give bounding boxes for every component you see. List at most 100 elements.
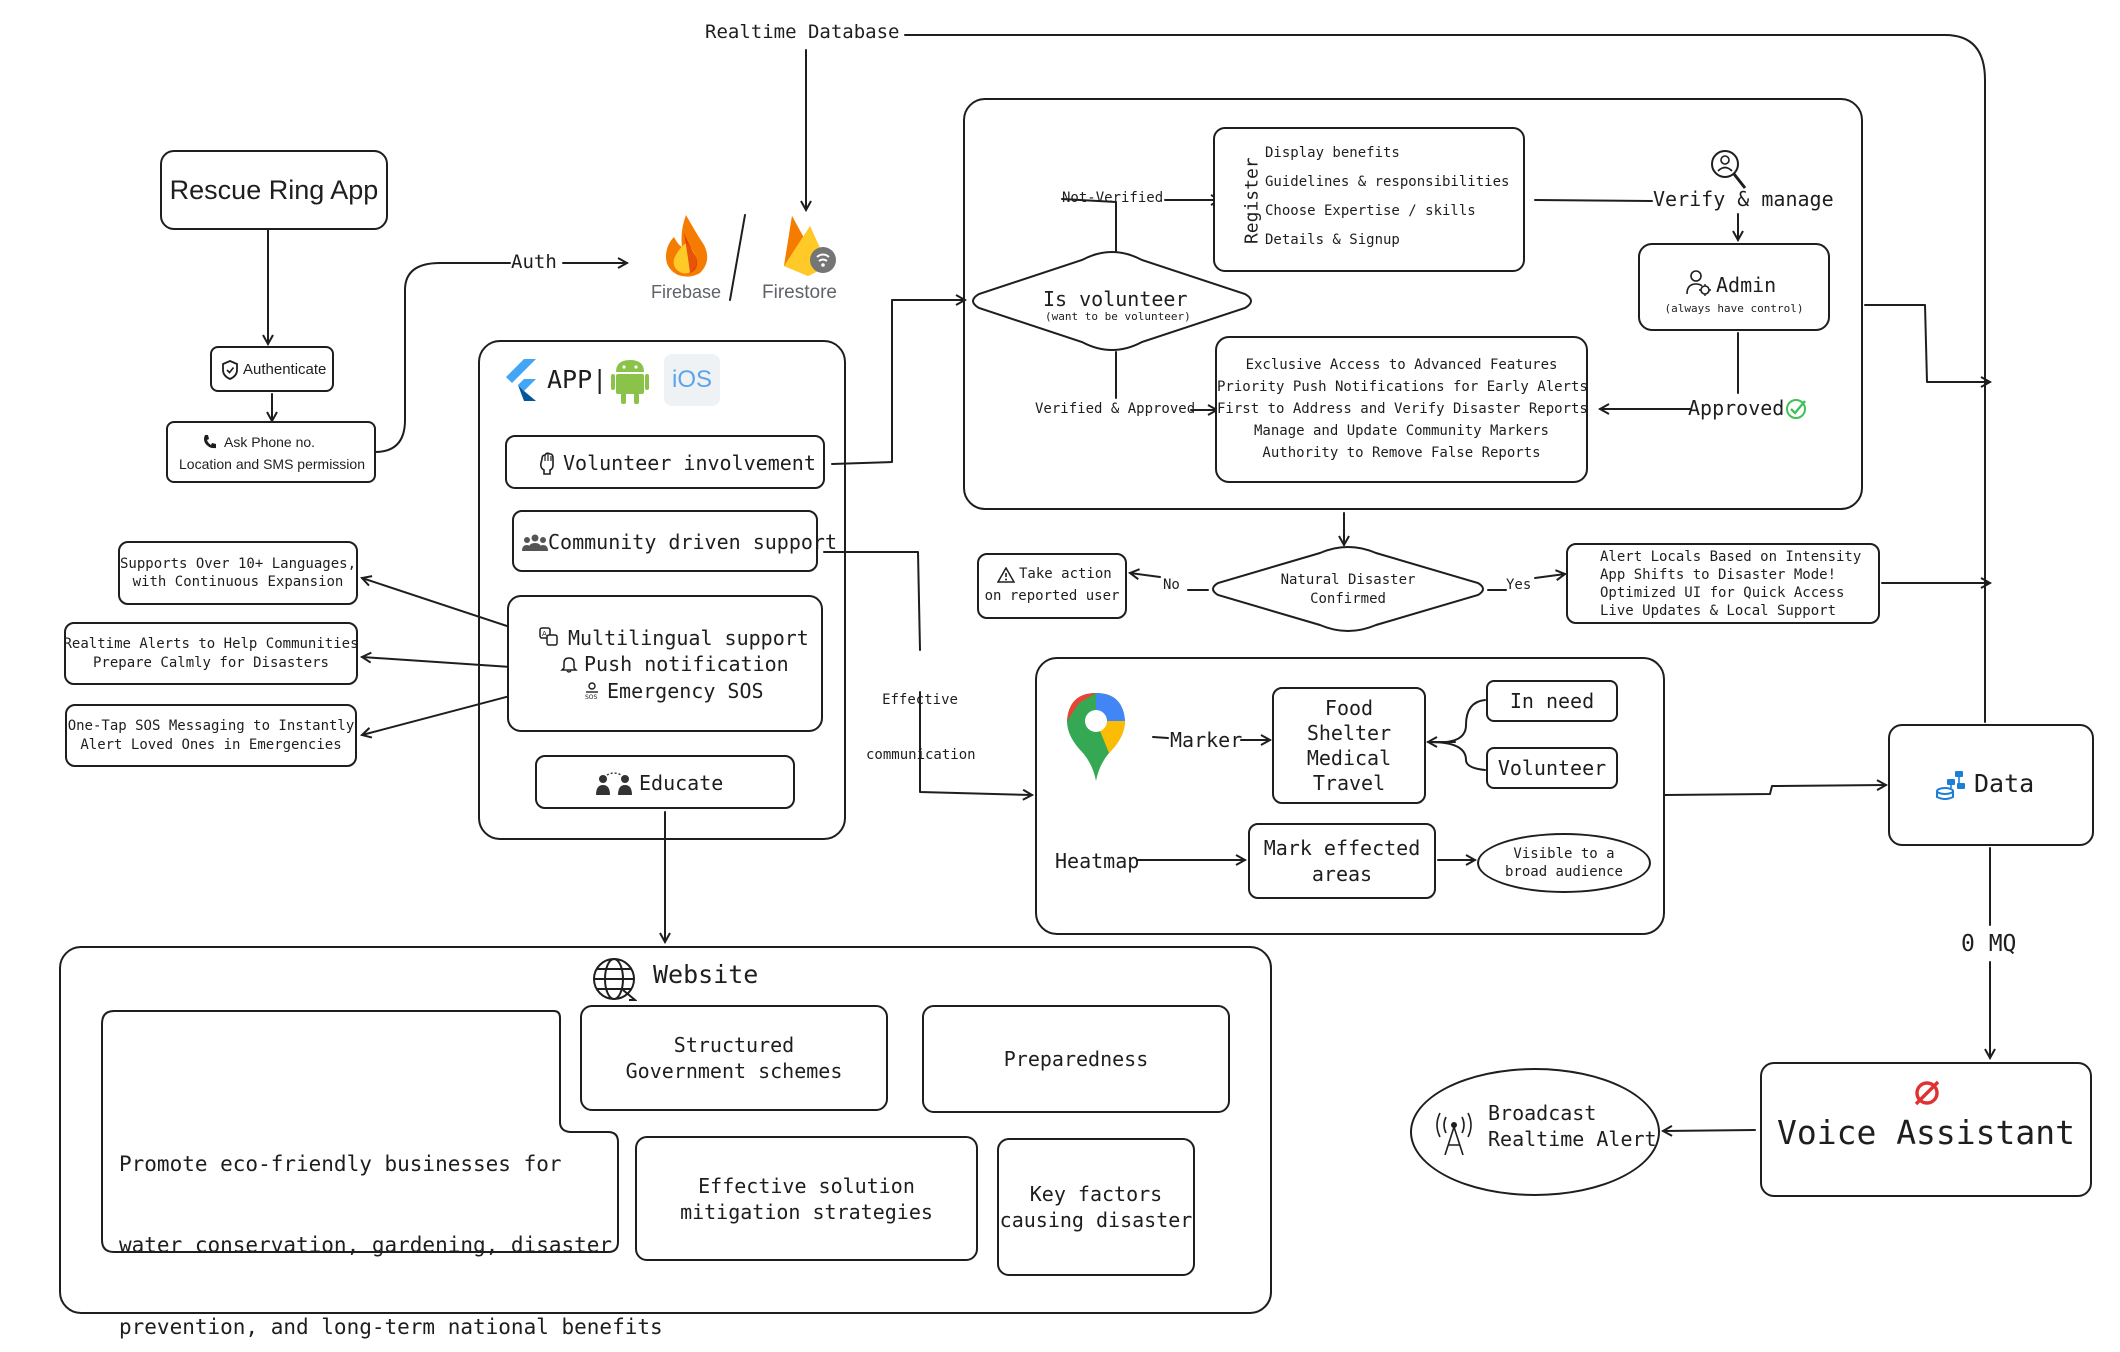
community-support-node: Community driven support (512, 510, 837, 572)
alert-item: Optimized UI for Quick Access (1600, 585, 1845, 601)
realtime-database-label: Realtime Database (705, 21, 900, 43)
visible-line: Visible to a (1513, 845, 1615, 862)
location-sms-line: Location and SMS permission (179, 456, 365, 472)
phone-icon (202, 433, 218, 451)
register-item: Guidelines & responsibilities (1265, 174, 1510, 190)
visible-audience-node: Visible to a broad audience (1477, 833, 1651, 893)
take-action-node: Take action on reported user (977, 553, 1127, 619)
translate-icon: A (539, 627, 559, 647)
firestore-icon (778, 212, 838, 278)
fist-icon (537, 450, 557, 476)
emergency-sos-label: Emergency SOS (607, 679, 764, 703)
is-volunteer-decision (972, 250, 1252, 352)
marker-label: Marker (1170, 728, 1243, 752)
zero-mq-label: 0 MQ (1961, 931, 2017, 957)
mark-areas-line: Mark effected (1263, 836, 1421, 860)
broadcast-node: Broadcast Realtime Alert (1410, 1068, 1660, 1196)
benefit-item: Authority to Remove False Reports (1262, 445, 1541, 461)
app-header-label: APP| (547, 365, 608, 394)
authenticate-label: Authenticate (243, 361, 327, 378)
category-travel: Travel (1312, 770, 1386, 795)
reported-user-label: on reported user (984, 588, 1120, 604)
edge-vol-decision (831, 300, 965, 465)
take-action-label: Take action (1019, 566, 1112, 582)
alerts-note-line: Prepare Calmly for Disasters (92, 654, 329, 671)
admin-sub: (always have control) (1664, 302, 1804, 315)
verified-approved-label: Verified & Approved (1035, 401, 1196, 417)
volunteer-benefits-node: Exclusive Access to Advanced Features Pr… (1215, 336, 1588, 483)
register-item: Details & Signup (1265, 232, 1400, 248)
languages-note: Supports Over 10+ Languages, with Contin… (118, 541, 358, 605)
alert-item: Live Updates & Local Support (1600, 603, 1837, 619)
is-volunteer-label: Is volunteer (1043, 287, 1188, 311)
data-node: Data (1888, 724, 2094, 846)
promote-line: Promote eco-friendly businesses for (119, 1151, 562, 1176)
firebase-icon (660, 213, 712, 279)
structured-line: Government schemes (625, 1059, 843, 1083)
effective-solution-node: Effective solution mitigation strategies (635, 1136, 978, 1261)
preparedness-label: Preparedness (1003, 1047, 1149, 1071)
promote-line: prevention, and long-term national benef… (119, 1315, 663, 1340)
in-need-label: In need (1509, 689, 1595, 713)
map-pin-icon (1063, 690, 1129, 782)
confirmed-label: Confirmed (1310, 591, 1386, 607)
website-container (59, 946, 1272, 1314)
register-item: Display benefits (1265, 145, 1400, 161)
key-factors-line: causing disaster (999, 1208, 1193, 1232)
realtime-alert-line: Realtime Alert (1488, 1127, 1657, 1151)
languages-note-line: with Continuous Expansion (132, 574, 344, 590)
admin-node: Admin (always have control) (1638, 243, 1830, 331)
promote-box-outline (101, 1010, 619, 1253)
rescue-ring-app-label: Rescue Ring App (169, 174, 379, 205)
admin-icon (1684, 267, 1712, 297)
volunteer-panel (963, 98, 1863, 510)
register-label: Register (1241, 157, 1263, 245)
volunteer-marker-label: Volunteer (1497, 756, 1607, 780)
volunteer-marker-node: Volunteer (1486, 747, 1618, 789)
people-icon (522, 532, 548, 552)
benefit-item: Priority Push Notifications for Early Al… (1217, 379, 1588, 395)
website-title: Website (653, 960, 759, 989)
android-icon (610, 355, 650, 405)
firebase-label: Firebase (651, 282, 722, 302)
warning-icon (997, 566, 1015, 584)
multilingual-node: A Multilingual support Push notification… (507, 595, 823, 732)
flutter-icon (503, 358, 539, 402)
mark-areas-node: Mark effected areas (1248, 823, 1436, 899)
effective-communication-label: Effective communication (866, 655, 976, 801)
voice-assistant-node: Voice Assistant (1760, 1062, 2092, 1197)
effective-line: Effective (882, 692, 958, 709)
svg-text:SOS: SOS (585, 694, 598, 700)
mark-areas-line: areas (1311, 862, 1373, 886)
alerts-note: Realtime Alerts to Help Communities Prep… (63, 622, 359, 685)
authenticate-node: Authenticate (210, 346, 334, 392)
natural-disaster-label: Natural Disaster (1280, 572, 1416, 588)
register-node: Register Display benefits Guidelines & r… (1213, 127, 1525, 272)
key-factors-node: Key factors causing disaster (997, 1138, 1195, 1276)
alerts-note-line: Realtime Alerts to Help Communities (63, 636, 359, 653)
teach-icon (594, 770, 634, 796)
auth-edge-label: Auth (511, 251, 557, 273)
in-need-node: In need (1486, 680, 1618, 722)
check-icon (1785, 398, 1807, 420)
languages-note-line: Supports Over 10+ Languages, (120, 555, 357, 572)
alert-item: Alert Locals Based on Intensity (1600, 549, 1862, 565)
edge-ask-firebase (374, 262, 511, 453)
no-label: No (1163, 577, 1180, 593)
key-factors-line: Key factors (1029, 1182, 1163, 1206)
svg-text:A: A (542, 630, 547, 638)
approved-label: Approved (1688, 396, 1785, 420)
register-item: Choose Expertise / skills (1265, 203, 1476, 219)
effective-solution-line: mitigation strategies (680, 1199, 933, 1224)
not-verified-label: Not-Verified (1062, 190, 1164, 206)
volunteer-involvement-label: Volunteer involvement (563, 451, 816, 475)
database-icon (1934, 768, 1968, 802)
benefit-item: Exclusive Access to Advanced Features (1245, 357, 1558, 373)
antenna-icon (1432, 1110, 1476, 1156)
category-medical: Medical (1306, 745, 1392, 770)
benefit-item: First to Address and Verify Disaster Rep… (1217, 401, 1588, 417)
ios-label: iOS (671, 366, 712, 393)
edge-db-data (904, 34, 1986, 723)
visible-line: broad audience (1504, 864, 1623, 880)
